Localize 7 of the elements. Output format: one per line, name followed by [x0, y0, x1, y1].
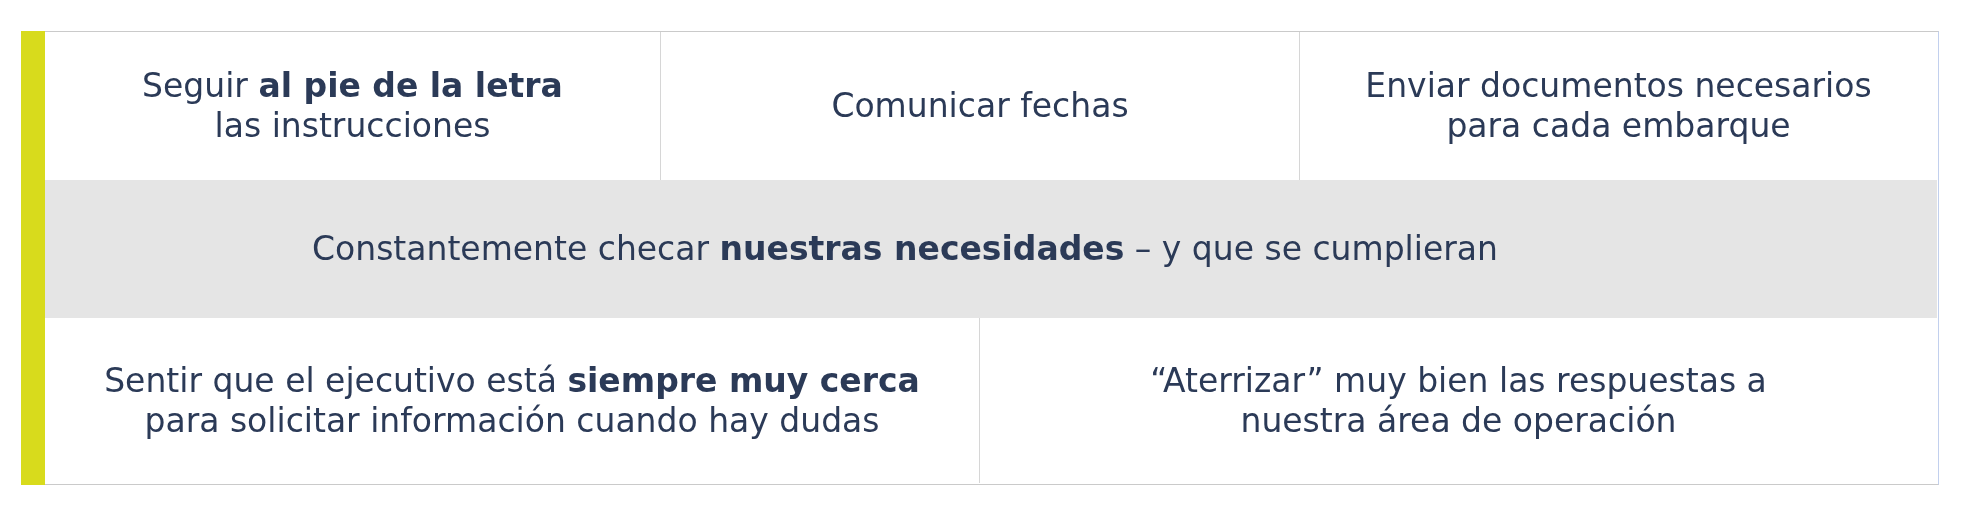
statement-text: “Aterrizar” muy bien las respuestas a nuestra área de operación: [1149, 360, 1768, 441]
statement-text: Sentir que el ejecutivo está siempre muy cerca para solicitar información cuando hay dudas: [103, 360, 921, 441]
statement-text: Enviar documentos necesarios para cada embarque: [1364, 66, 1873, 146]
statement-text: Seguir al pie de la letra las instrucciones: [141, 66, 564, 146]
statement-text: Comunicar fechas: [831, 86, 1129, 126]
statement-text: Constantemente checar nuestras necesidades – y que se cumplieran: [312, 229, 1498, 269]
highlight-band: [45, 180, 1937, 318]
